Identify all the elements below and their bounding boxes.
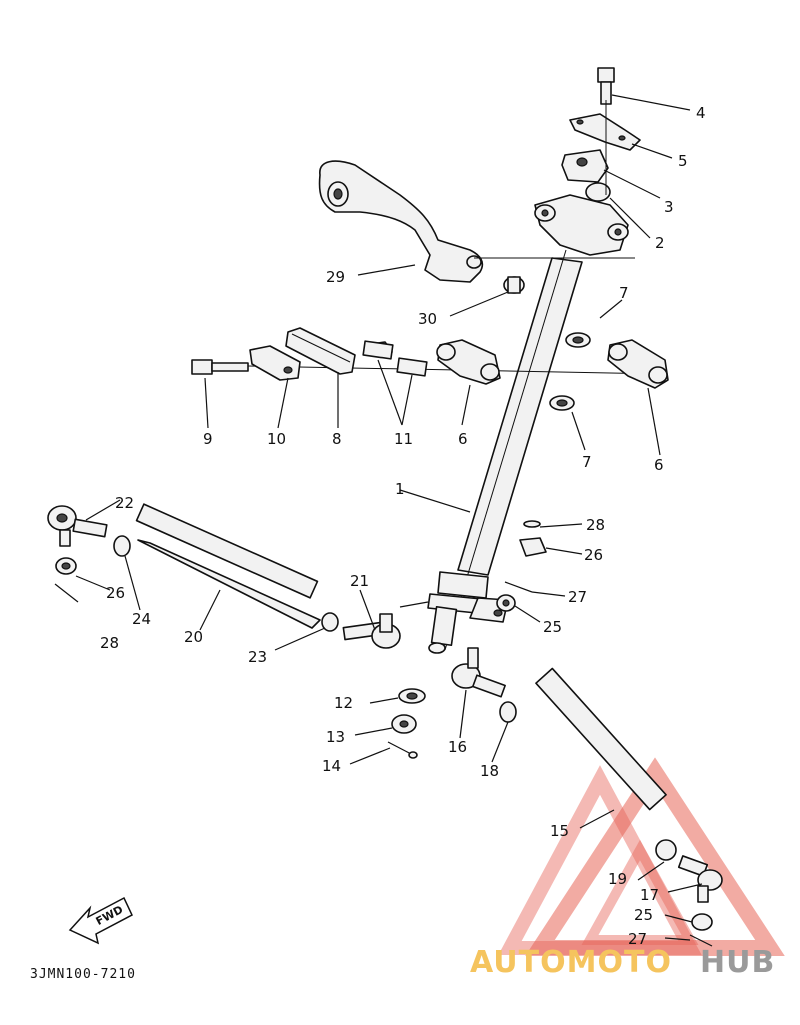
callout-14: 14 <box>322 757 341 775</box>
callout-16: 16 <box>448 738 467 756</box>
upper-bracket-assembly <box>534 67 641 256</box>
callout-6a: 6 <box>458 430 468 448</box>
watermark-text-part2: HUB <box>700 945 775 980</box>
callout-3: 3 <box>664 198 674 216</box>
handlebar-bracket <box>318 160 635 294</box>
callout-17: 17 <box>640 886 659 904</box>
callout-5: 5 <box>678 152 688 170</box>
watermark-triangle-outer <box>525 757 785 956</box>
watermark-text: AUTOMOTO HUB <box>470 945 775 980</box>
callout-7b: 7 <box>582 453 592 471</box>
callout-25a: 25 <box>543 618 562 636</box>
callout-labels: 1 2 3 4 5 6 6 7 7 8 9 10 11 12 13 14 15 … <box>100 104 706 948</box>
callout-8: 8 <box>332 430 342 448</box>
callout-7a: 7 <box>619 284 629 302</box>
drawing-code: 3JMN100-7210 <box>30 967 136 982</box>
callout-30: 30 <box>418 310 437 328</box>
callout-18: 18 <box>480 762 499 780</box>
callout-21: 21 <box>350 572 369 590</box>
callout-12: 12 <box>334 694 353 712</box>
callout-13: 13 <box>326 728 345 746</box>
right-tie-rod-assembly <box>451 520 723 947</box>
callout-25b: 25 <box>634 906 653 924</box>
callout-22: 22 <box>115 494 134 512</box>
callout-6b: 6 <box>654 456 664 474</box>
callout-11: 11 <box>394 430 413 448</box>
callout-15: 15 <box>550 822 569 840</box>
left-tie-rod-assembly <box>47 503 401 649</box>
callout-4: 4 <box>696 104 706 122</box>
callout-28a: 28 <box>586 516 605 534</box>
callout-27a: 27 <box>568 588 587 606</box>
callout-23: 23 <box>248 648 267 666</box>
watermark-text-part1: AUTOMOTO <box>470 945 672 980</box>
callout-26a: 26 <box>584 546 603 564</box>
callout-20: 20 <box>184 628 203 646</box>
callout-29: 29 <box>326 268 345 286</box>
callout-28b: 28 <box>100 634 119 652</box>
callout-24: 24 <box>132 610 151 628</box>
forward-arrow-icon: FWD <box>68 896 133 945</box>
watermark-logo <box>498 757 785 956</box>
watermark-triangle-left <box>498 765 702 955</box>
small-hardware-left <box>387 688 426 759</box>
callout-19: 19 <box>608 870 627 888</box>
callout-9: 9 <box>203 430 213 448</box>
callout-26b: 26 <box>106 584 125 602</box>
middle-holder-assembly <box>191 327 669 411</box>
leader-lines <box>75 94 703 941</box>
steering-shaft <box>427 249 583 654</box>
callout-2: 2 <box>655 234 665 252</box>
watermark-triangle-inner <box>581 839 699 945</box>
callout-1: 1 <box>395 480 405 498</box>
callout-10: 10 <box>267 430 286 448</box>
callout-27b: 27 <box>628 930 647 948</box>
